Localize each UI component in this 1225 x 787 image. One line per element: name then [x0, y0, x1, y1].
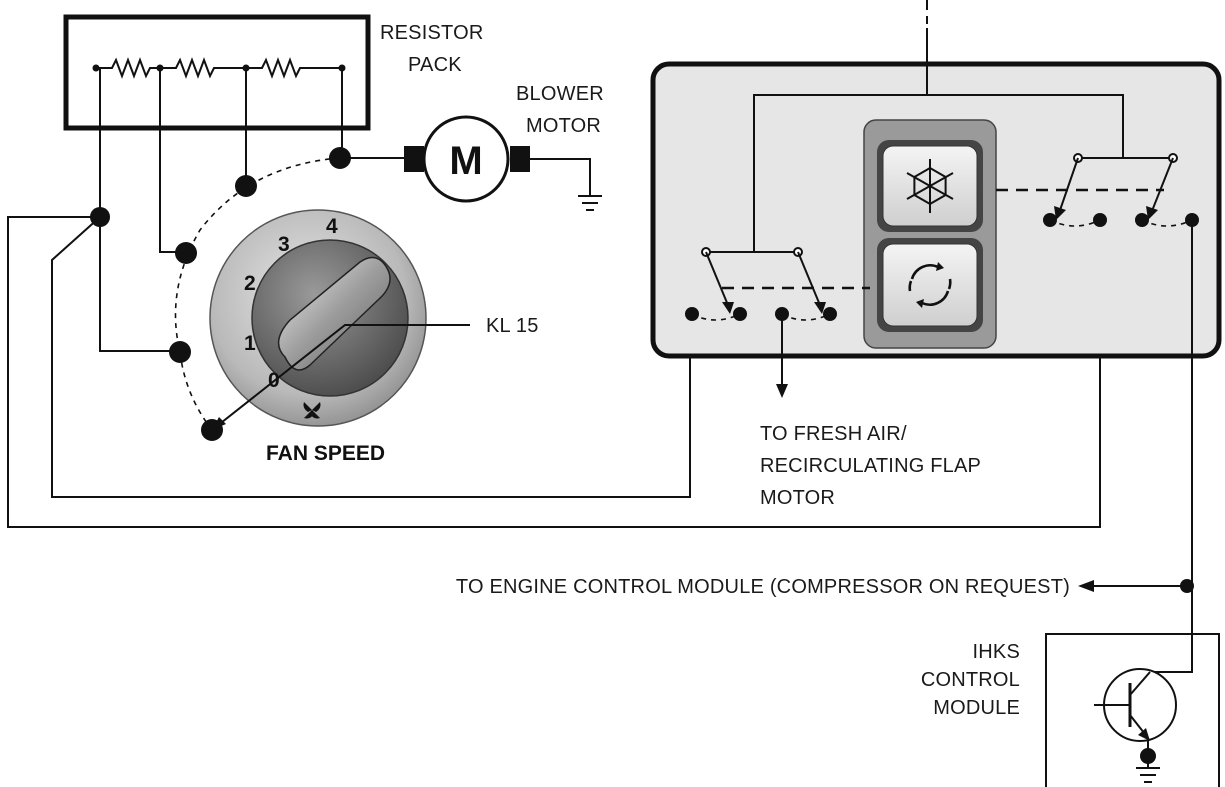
ac-switch — [996, 153, 1199, 227]
kl15-label: KL 15 — [486, 315, 539, 337]
fan-position-4: 4 — [326, 215, 338, 238]
resistor-pack — [63, 14, 371, 131]
ihks-label-3: MODULE — [933, 697, 1020, 719]
blower-label-1: BLOWER — [516, 83, 604, 105]
resistor-pack-label-2: PACK — [408, 54, 462, 76]
node-kl15-junction — [90, 207, 110, 227]
tap-wire-1 — [99, 68, 180, 352]
switch-arc — [174, 157, 341, 431]
panel-feed-right — [927, 94, 1124, 158]
kl15-wiper — [211, 324, 470, 431]
motor-symbol: M — [449, 139, 482, 183]
recirculate-icon — [908, 262, 952, 308]
fresh-air-label-1: TO FRESH AIR/ — [760, 423, 907, 445]
fan-position-3: 3 — [278, 233, 290, 256]
ihks-label-2: CONTROL — [921, 669, 1020, 691]
fan-icon — [303, 402, 321, 419]
recirc-switch — [685, 247, 870, 321]
fan-speed-label: FAN SPEED — [266, 442, 385, 465]
supply-wire — [7, 216, 1101, 528]
resistor-pack-label-1: RESISTOR — [380, 22, 483, 44]
panel-feed-left — [753, 28, 928, 252]
recirculate-button[interactable] — [877, 238, 983, 332]
blower-label-2: MOTOR — [526, 115, 601, 137]
fresh-air-label-3: MOTOR — [760, 487, 835, 509]
compressor-wire — [1150, 220, 1193, 673]
ecm-junction — [1180, 579, 1194, 593]
ihks-module-box — [1045, 633, 1220, 787]
blower-motor — [340, 115, 602, 211]
snowflake-icon — [906, 159, 954, 213]
knob-grip[interactable] — [277, 256, 391, 371]
tap-wire-2 — [159, 68, 186, 253]
fan-position-2: 2 — [244, 272, 256, 295]
contact-1 — [169, 341, 191, 363]
engine-control-label: TO ENGINE CONTROL MODULE (COMPRESSOR ON … — [456, 576, 1070, 598]
ac-button[interactable] — [877, 140, 983, 232]
contact-3 — [235, 175, 257, 197]
fresh-air-label-2: RECIRCULATING FLAP — [760, 455, 981, 477]
transistor — [1094, 668, 1177, 783]
ihks-label-1: IHKS — [973, 641, 1020, 663]
return-wire — [51, 216, 691, 498]
fan-position-1: 1 — [244, 332, 256, 355]
contact-2 — [175, 242, 197, 264]
fan-speed-knob[interactable] — [209, 209, 427, 427]
